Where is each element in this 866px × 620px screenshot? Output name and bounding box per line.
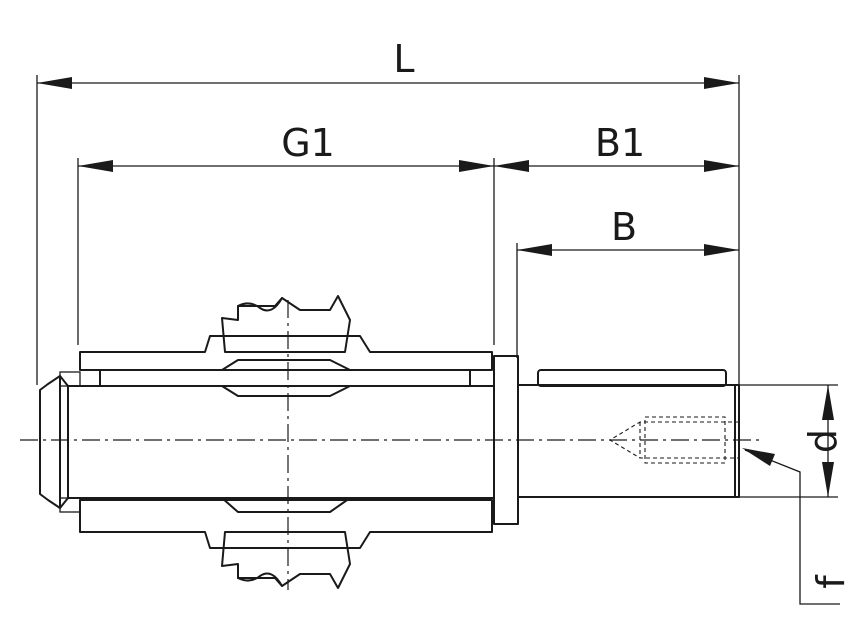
label-L: L: [393, 37, 414, 81]
hub-section: [79, 335, 493, 549]
label-f: f: [809, 574, 853, 589]
dimension-B: [517, 244, 739, 256]
dimension-B1: [494, 160, 739, 172]
dimension-d: [822, 385, 834, 497]
dimension-G1: [78, 160, 494, 172]
label-B1: B1: [595, 121, 645, 165]
shaft: [39, 355, 740, 525]
leader-f: [742, 448, 840, 605]
gear-section: [221, 295, 351, 589]
center-lines: [20, 300, 760, 590]
label-d: d: [801, 429, 845, 453]
label-B: B: [611, 205, 637, 249]
key-hub: [99, 359, 471, 397]
dimension-L: [37, 77, 739, 89]
extension-lines: [36, 75, 838, 498]
label-G1: G1: [281, 121, 335, 165]
